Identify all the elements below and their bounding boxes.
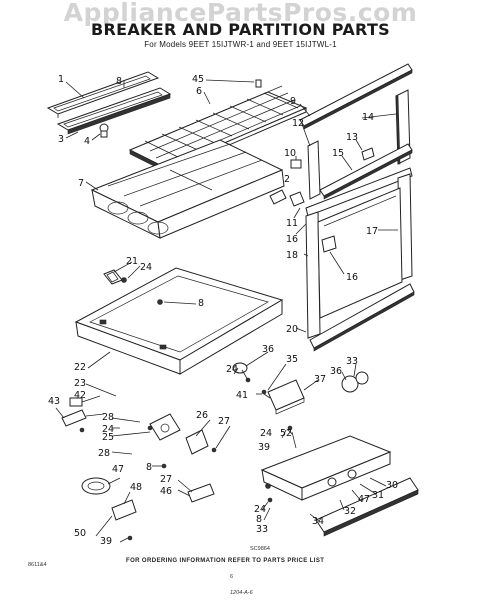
clip-4: [99, 123, 109, 138]
callout-43: 43: [48, 396, 60, 407]
callout-18: 17: [366, 226, 378, 237]
callout-34: 34: [312, 516, 324, 527]
callout-46: 46: [160, 486, 172, 497]
callout-32: 32: [344, 506, 356, 517]
breaker-12: [307, 140, 321, 200]
callout-2: 2: [284, 174, 290, 185]
callout-14: 14: [362, 112, 374, 123]
small-parts-10-11-13-16: [269, 147, 375, 253]
callout-20: 20: [286, 324, 298, 335]
callout-38: 35: [286, 354, 298, 365]
control-housing-29-30: [260, 435, 392, 501]
callout-22: 22: [74, 362, 86, 373]
callout-24c: 24: [102, 424, 114, 435]
callout-25: 25: [102, 432, 114, 443]
breaker-top-strip-9: [299, 63, 413, 130]
callout-52: 52: [280, 428, 292, 439]
callout-21: 21: [126, 256, 138, 267]
callout-12: 12: [292, 118, 304, 129]
screw-45: [255, 79, 262, 88]
light-shield-37: [267, 379, 305, 415]
callout-30: 30: [386, 480, 398, 491]
callout-23: 23: [74, 378, 86, 389]
control-cover-33: [315, 477, 419, 537]
callout-19: 18: [286, 250, 298, 261]
callout-24b: 24: [226, 364, 238, 375]
page-number: 6: [230, 574, 233, 580]
callout-8c: 8: [146, 462, 152, 473]
callout-37: 37: [314, 374, 326, 385]
ordering-footer: FOR ORDERING INFORMATION REFER TO PARTS …: [126, 558, 324, 564]
breaker-strip-upper: [46, 71, 160, 118]
harness-48-49-50: [81, 477, 137, 521]
code-center: SC9864: [250, 546, 270, 552]
callout-42: 42: [74, 390, 86, 401]
callout-48: 47: [112, 464, 124, 475]
leader-lines: [55, 79, 398, 543]
callout-6: 6: [196, 86, 202, 97]
callout-40a: 39: [100, 536, 112, 547]
callout-13: 13: [346, 132, 358, 143]
callout-9: 9: [290, 96, 296, 107]
crisper-cover-21: [103, 269, 123, 285]
callout-7: 7: [78, 178, 84, 189]
breaker-assembly-7: [90, 139, 285, 239]
callout-29: 28: [98, 448, 110, 459]
callout-16: 16: [346, 272, 358, 283]
code-left: 8611&4: [28, 562, 47, 568]
callout-4: 4: [84, 136, 90, 147]
thermostat-25-26: [149, 413, 209, 455]
callout-8d: 8: [256, 514, 262, 525]
diagram-title: BREAKER AND PARTITION PARTS: [91, 20, 390, 39]
callout-10: 10: [284, 148, 296, 159]
callout-26: 26: [196, 410, 208, 421]
callout-45: 45: [192, 74, 204, 85]
meat-pan-22: [74, 267, 284, 375]
callout-28a: 28: [102, 412, 114, 423]
callout-24e: 24: [254, 504, 266, 515]
callout-36: 36: [330, 366, 342, 377]
callout-35: 33: [346, 356, 358, 367]
handwritten-note: 1204-A-6: [230, 590, 254, 596]
breaker-15: [319, 143, 413, 200]
callout-33: 33: [256, 524, 268, 535]
callout-49: 48: [130, 482, 142, 493]
callout-27: 27: [218, 416, 230, 427]
callout-8a: 8: [116, 76, 122, 87]
partition-frame-17-18-19: [305, 167, 413, 339]
callout-11: 11: [286, 218, 298, 229]
bottom-strip-20: [309, 283, 415, 352]
callout-41: 41: [236, 390, 248, 401]
callout-50: 50: [74, 528, 86, 539]
breaker-strip-lower: [56, 87, 172, 135]
callout-8b: 8: [198, 298, 204, 309]
callout-labels: 1 8 3 4 45 6 7 9 12 14 13 15 10 2 11 16 …: [48, 74, 398, 547]
callout-15: 15: [332, 148, 344, 159]
bracket-46: [187, 483, 215, 503]
callout-39: 36: [262, 344, 274, 355]
callout-47: 47: [358, 494, 370, 505]
callout-17: 16: [286, 234, 298, 245]
callout-40b: 39: [258, 442, 270, 453]
callout-3: 3: [58, 134, 64, 145]
model-subtitle: For Models 9EET 15IJTWR-1 and 9EET 15IJT…: [144, 40, 337, 49]
callout-24d: 24: [260, 428, 272, 439]
callout-28b: 27: [160, 474, 172, 485]
callout-1: 1: [58, 74, 64, 85]
callout-24a: 24: [140, 262, 152, 273]
bulb-35-36: [341, 371, 369, 393]
callout-31: 31: [372, 490, 384, 501]
